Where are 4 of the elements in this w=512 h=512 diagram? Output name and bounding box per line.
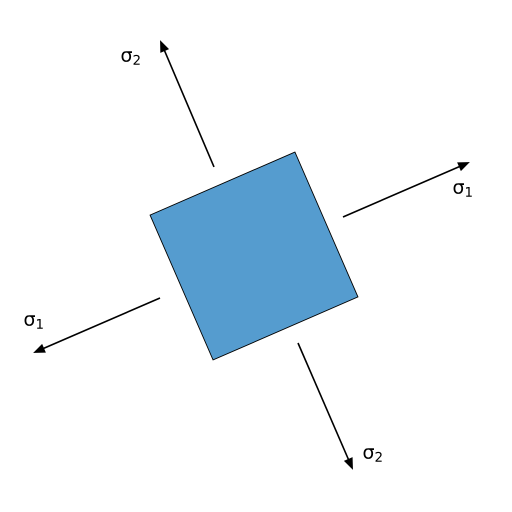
stress-label: σ$_{2}$ bbox=[364, 448, 382, 462]
stress-label: σ$_{1}$ bbox=[24, 315, 43, 329]
stress-label: σ$_{1}$ bbox=[454, 183, 472, 197]
stress-label: σ$_{2}$ bbox=[122, 51, 140, 65]
